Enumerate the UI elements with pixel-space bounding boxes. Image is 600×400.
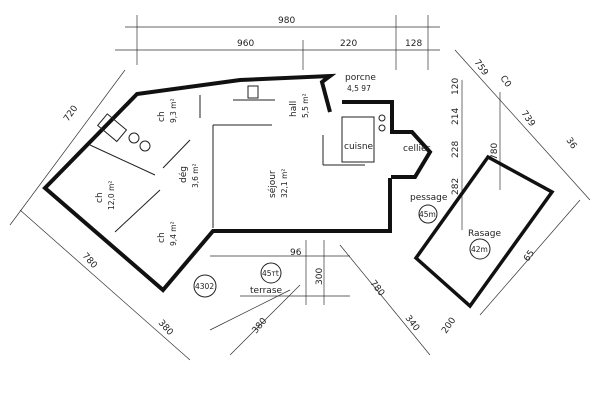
room-deg-label: dég <box>178 166 189 183</box>
house-walls <box>42 73 555 309</box>
dim-214: 214 <box>451 108 461 125</box>
room-ch-1-area: 9,3 m² <box>169 98 178 123</box>
dim-96: 96 <box>290 248 302 258</box>
room-ch-2-label: ch <box>95 192 105 203</box>
room-ch-3-label: ch <box>157 232 167 243</box>
room-labels: ch 9,3 m² ch 12,0 m² ch 9,4 m² dég 3,6 m… <box>95 73 501 298</box>
dim-780-right: 780 <box>368 279 387 299</box>
room-passage-label: pessage <box>410 193 448 203</box>
room-cuisine-label: cuisne <box>344 142 374 152</box>
dim-720: 720 <box>62 104 80 124</box>
dim-380-left: 380 <box>156 318 175 338</box>
room-garage-label: Rasage <box>468 229 501 239</box>
dim-980: 980 <box>278 16 295 26</box>
dim-36: 36 <box>564 136 579 151</box>
dim-200: 200 <box>440 316 458 336</box>
room-terrasse-label: terrase <box>250 286 283 296</box>
right-dimensions: 759 C0 739 36 120 214 228 282 780 <box>451 49 591 230</box>
dim-340: 340 <box>403 314 422 334</box>
dim-300: 300 <box>315 268 325 285</box>
room-ch-1-label: ch <box>157 111 167 122</box>
room-terrasse-area: 45тt <box>262 269 279 278</box>
marker-4302: 4302 <box>195 282 214 291</box>
dim-780: 780 <box>490 143 500 160</box>
dim-65: 65 <box>522 249 537 264</box>
room-deg-area: 3,6 m² <box>191 163 200 188</box>
dim-759: 759 <box>472 58 490 78</box>
room-porche-area: 4,5 97 <box>347 84 371 93</box>
room-sejour-area: 32,1 m² <box>280 169 289 198</box>
dim-c0: C0 <box>498 74 513 90</box>
top-dimensions: 980 960 220 128 <box>115 15 440 70</box>
room-hall-area: 5,5 m² <box>301 93 310 118</box>
dim-220: 220 <box>340 39 357 49</box>
dim-228: 228 <box>451 141 461 158</box>
room-cellier-label: cellier <box>403 144 431 154</box>
room-garage-area: 42m <box>471 245 488 254</box>
room-ch-3-area: 9,4 m² <box>169 221 178 246</box>
dim-739: 739 <box>519 109 537 129</box>
dim-128: 128 <box>405 39 422 49</box>
dim-960: 960 <box>237 39 254 49</box>
room-passage-area: 45m <box>419 210 436 219</box>
room-hall-label: hall <box>289 101 299 117</box>
dim-780-left: 780 <box>80 251 99 271</box>
dim-282: 282 <box>451 178 461 195</box>
room-porche-label: porcne <box>345 73 376 83</box>
room-sejour-label: séjour <box>267 170 278 198</box>
dim-120: 120 <box>451 78 461 95</box>
room-ch-2-area: 12,0 m² <box>107 181 116 210</box>
dim-380-mid: 380 <box>251 316 270 336</box>
